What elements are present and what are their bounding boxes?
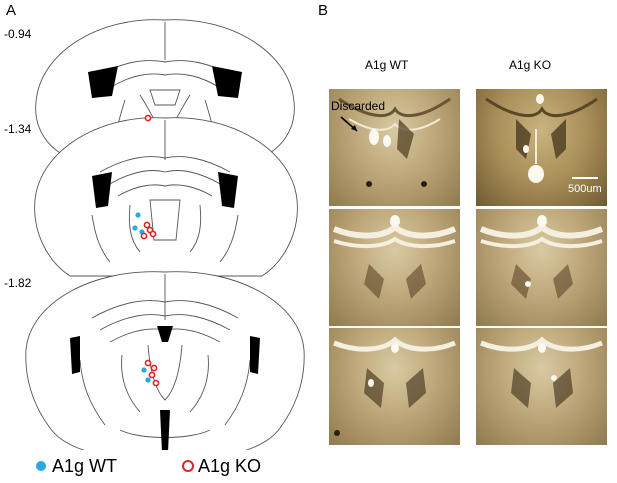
micrograph-ko-1: 500um [476,89,607,206]
column-header-wt: A1g WT [365,58,409,72]
legend-wt-marker [36,461,46,471]
atlas-sections [25,19,305,450]
ventricles [70,66,260,450]
micrograph-wt-1: Discarded [329,89,460,206]
panel-label-b: B [318,2,329,19]
injection-markers [132,114,160,387]
atlas-section-3 [25,271,305,450]
scale-bar [572,177,598,179]
micrograph-wt-2 [329,209,460,326]
micrograph-ko-3 [476,328,607,445]
panel-label-a: A [6,2,17,19]
scale-bar-label: 500um [568,183,602,195]
micrograph-ko-2 [476,209,607,326]
atlas-section-2 [34,117,298,277]
legend-ko-label: A1g KO [198,456,262,476]
bregma-label-3: -1.82 [4,276,32,290]
discarded-annotation: Discarded [331,99,386,113]
column-header-ko: A1g KO [509,58,552,72]
micrograph-wt-3 [329,328,460,445]
bregma-label-1: -0.94 [4,27,32,41]
discarded-arrow-icon [340,116,358,132]
legend-wt-label: A1g WT [52,456,118,476]
legend-ko-marker [182,460,194,472]
bregma-label-2: -1.34 [4,122,32,136]
